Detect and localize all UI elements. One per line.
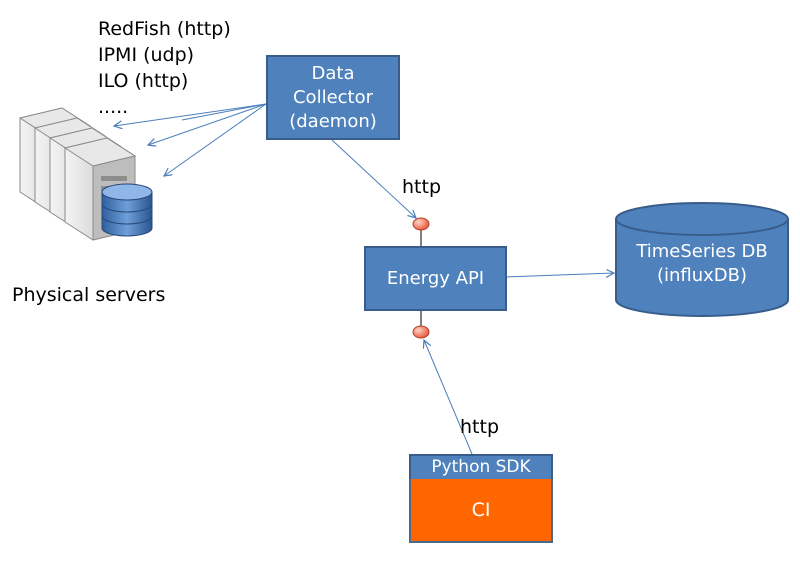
timeseries-db-label: TimeSeries DB (influxDB): [616, 240, 788, 288]
energy-api-box: Energy API: [364, 246, 507, 311]
http-label-bottom: http: [460, 416, 500, 438]
collector-line: Data: [311, 62, 355, 84]
api-top-port-icon: [412, 217, 430, 231]
timeseries-db-cylinder: [615, 202, 789, 317]
collector-to-api-arrow: [331, 139, 416, 218]
collector-line: Collector: [292, 86, 374, 108]
protocol-item: RedFish (http): [98, 18, 231, 40]
energy-api-label: Energy API: [386, 267, 485, 289]
protocol-item: ILO (http): [98, 70, 189, 92]
python-sdk-header: Python SDK: [409, 454, 553, 481]
api-bottom-port-icon: [412, 325, 430, 339]
collector-to-servers-arrow-3: [164, 103, 267, 176]
protocol-item: .....: [98, 96, 129, 118]
db-line: (influxDB): [656, 265, 748, 286]
ci-label: CI: [471, 499, 491, 521]
servers-label: Physical servers: [12, 284, 166, 306]
collector-to-servers-arrow-4: [181, 103, 267, 121]
ci-box: CI: [409, 479, 553, 543]
database-icon: [101, 183, 153, 237]
http-label-top: http: [402, 176, 442, 198]
api-to-db-arrow: [505, 273, 614, 277]
protocol-list: RedFish (http) IPMI (udp) ILO (http) ...…: [98, 16, 231, 120]
collector-to-servers-arrow-1: [114, 103, 267, 126]
db-line: TimeSeries DB: [636, 241, 768, 262]
protocol-item: IPMI (udp): [98, 44, 195, 66]
collector-line: (daemon): [289, 110, 377, 132]
data-collector-box: Data Collector (daemon): [266, 55, 400, 140]
sdk-to-api-arrow: [424, 340, 473, 455]
collector-to-servers-arrow-2: [148, 103, 267, 145]
